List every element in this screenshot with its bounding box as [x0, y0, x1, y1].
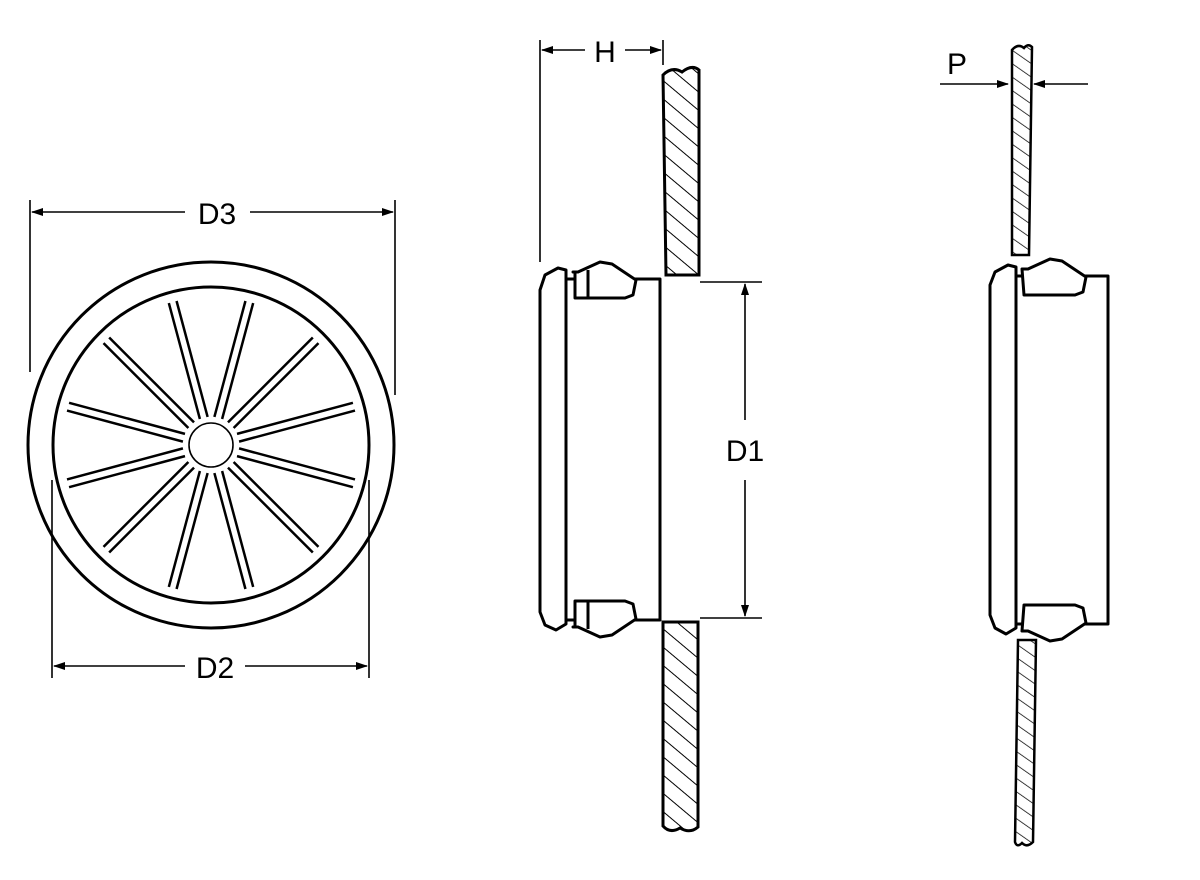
outer-ring: [26, 260, 396, 630]
spoke-edge: [238, 409, 356, 443]
d1-label: D1: [726, 435, 764, 468]
spoke-edge: [227, 336, 314, 424]
panel-bottom: [661, 620, 700, 833]
p-label: P: [947, 48, 967, 81]
spoke-edge: [175, 472, 209, 590]
spoke-edge: [66, 409, 184, 443]
spoke-edge: [167, 302, 202, 420]
d3-label: D3: [198, 198, 236, 231]
spoke-edge: [108, 466, 195, 554]
lip-top: [571, 260, 638, 300]
thin-panel-bottom: [1013, 638, 1038, 847]
spoke-edge: [108, 336, 195, 424]
spoke-edge: [236, 401, 354, 436]
spoke-edge: [102, 461, 190, 548]
spoke-edge: [102, 342, 190, 429]
lip-bottom: [571, 599, 638, 639]
flange: [538, 266, 568, 632]
spoke-edge: [213, 472, 247, 590]
front-view: D3 D2: [26, 198, 396, 685]
spoke-edge: [68, 454, 186, 489]
spoke-edge: [68, 401, 186, 436]
flange-right: [988, 263, 1018, 636]
inner-ring: [51, 285, 371, 605]
lip-bottom-right: [1020, 603, 1088, 643]
spoke-edge: [238, 447, 356, 481]
body-right: [1014, 274, 1110, 626]
h-label: H: [594, 36, 616, 69]
spoke-edge: [232, 461, 320, 548]
spoke-edge: [175, 300, 209, 418]
body: [564, 277, 662, 622]
d2-label: D2: [196, 652, 234, 685]
spokes: [66, 300, 356, 590]
spoke-edge: [167, 470, 202, 588]
lip-top-right: [1020, 257, 1088, 297]
panel-top: [661, 65, 701, 277]
spoke-edge: [236, 454, 354, 489]
center-hole: [188, 422, 234, 468]
spoke-edge: [220, 302, 255, 420]
spoke-edge: [213, 300, 247, 418]
side-view-thin-panel: P: [940, 44, 1110, 847]
side-view-thick-panel: H D1: [538, 36, 764, 833]
spoke-edge: [220, 470, 255, 588]
spoke-edge: [227, 466, 314, 554]
spoke-edge: [66, 447, 184, 481]
thin-panel-top: [1010, 44, 1034, 257]
spoke-edge: [232, 342, 320, 429]
